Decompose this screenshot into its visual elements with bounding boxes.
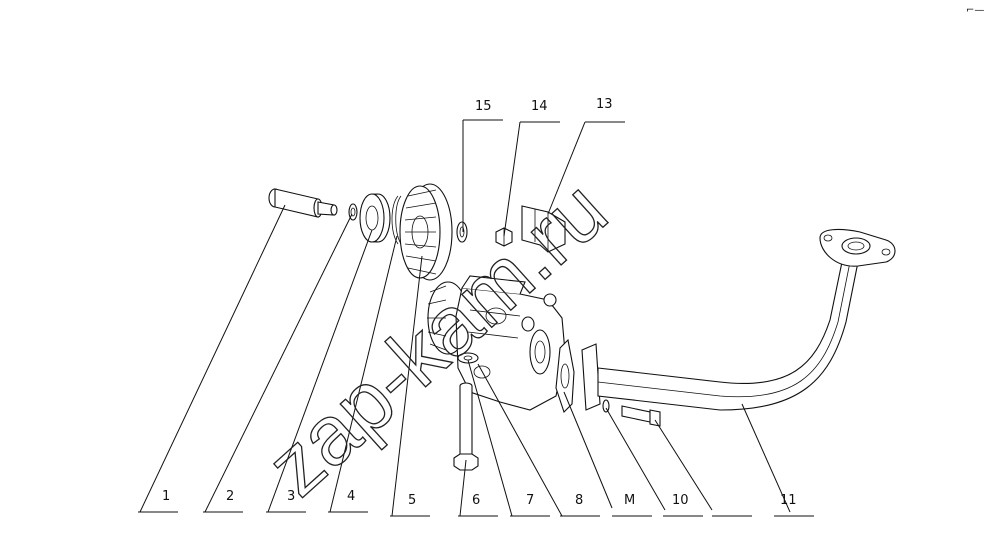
callout-9: M [624,493,635,508]
callout-5: 5 [408,493,416,508]
part-bracket [521,205,566,253]
callout-8: 8 [575,493,583,508]
part-washer-15 [456,221,468,243]
callout-labels: 1 2 3 4 5 6 7 8 M 10 11 13 14 15 [162,97,797,508]
part-bolt [453,382,479,471]
callout-14: 14 [531,99,548,114]
callout-3: 3 [287,489,295,504]
callout-6: 6 [472,493,480,508]
callout-11: 11 [780,493,797,508]
callout-13: 13 [596,97,613,112]
corner-mark: ⌐— [966,5,984,16]
leader-lines [138,119,814,517]
callout-10: 10 [672,493,689,508]
part-axle-pin [268,188,338,218]
part-gasket [555,338,575,414]
callout-4: 4 [347,489,355,504]
part-pipe-bolt [621,405,661,427]
part-drive-gear [399,183,453,281]
part-bearing [359,193,391,243]
part-washer-10 [602,399,610,413]
callout-7: 7 [526,493,534,508]
part-nut [495,227,513,247]
callout-15: 15 [475,99,492,114]
part-oil-pipe [581,228,896,411]
callout-1: 1 [162,489,170,504]
callout-2: 2 [226,489,234,504]
part-washer-7 [457,352,479,364]
part-pump-body [427,275,566,411]
